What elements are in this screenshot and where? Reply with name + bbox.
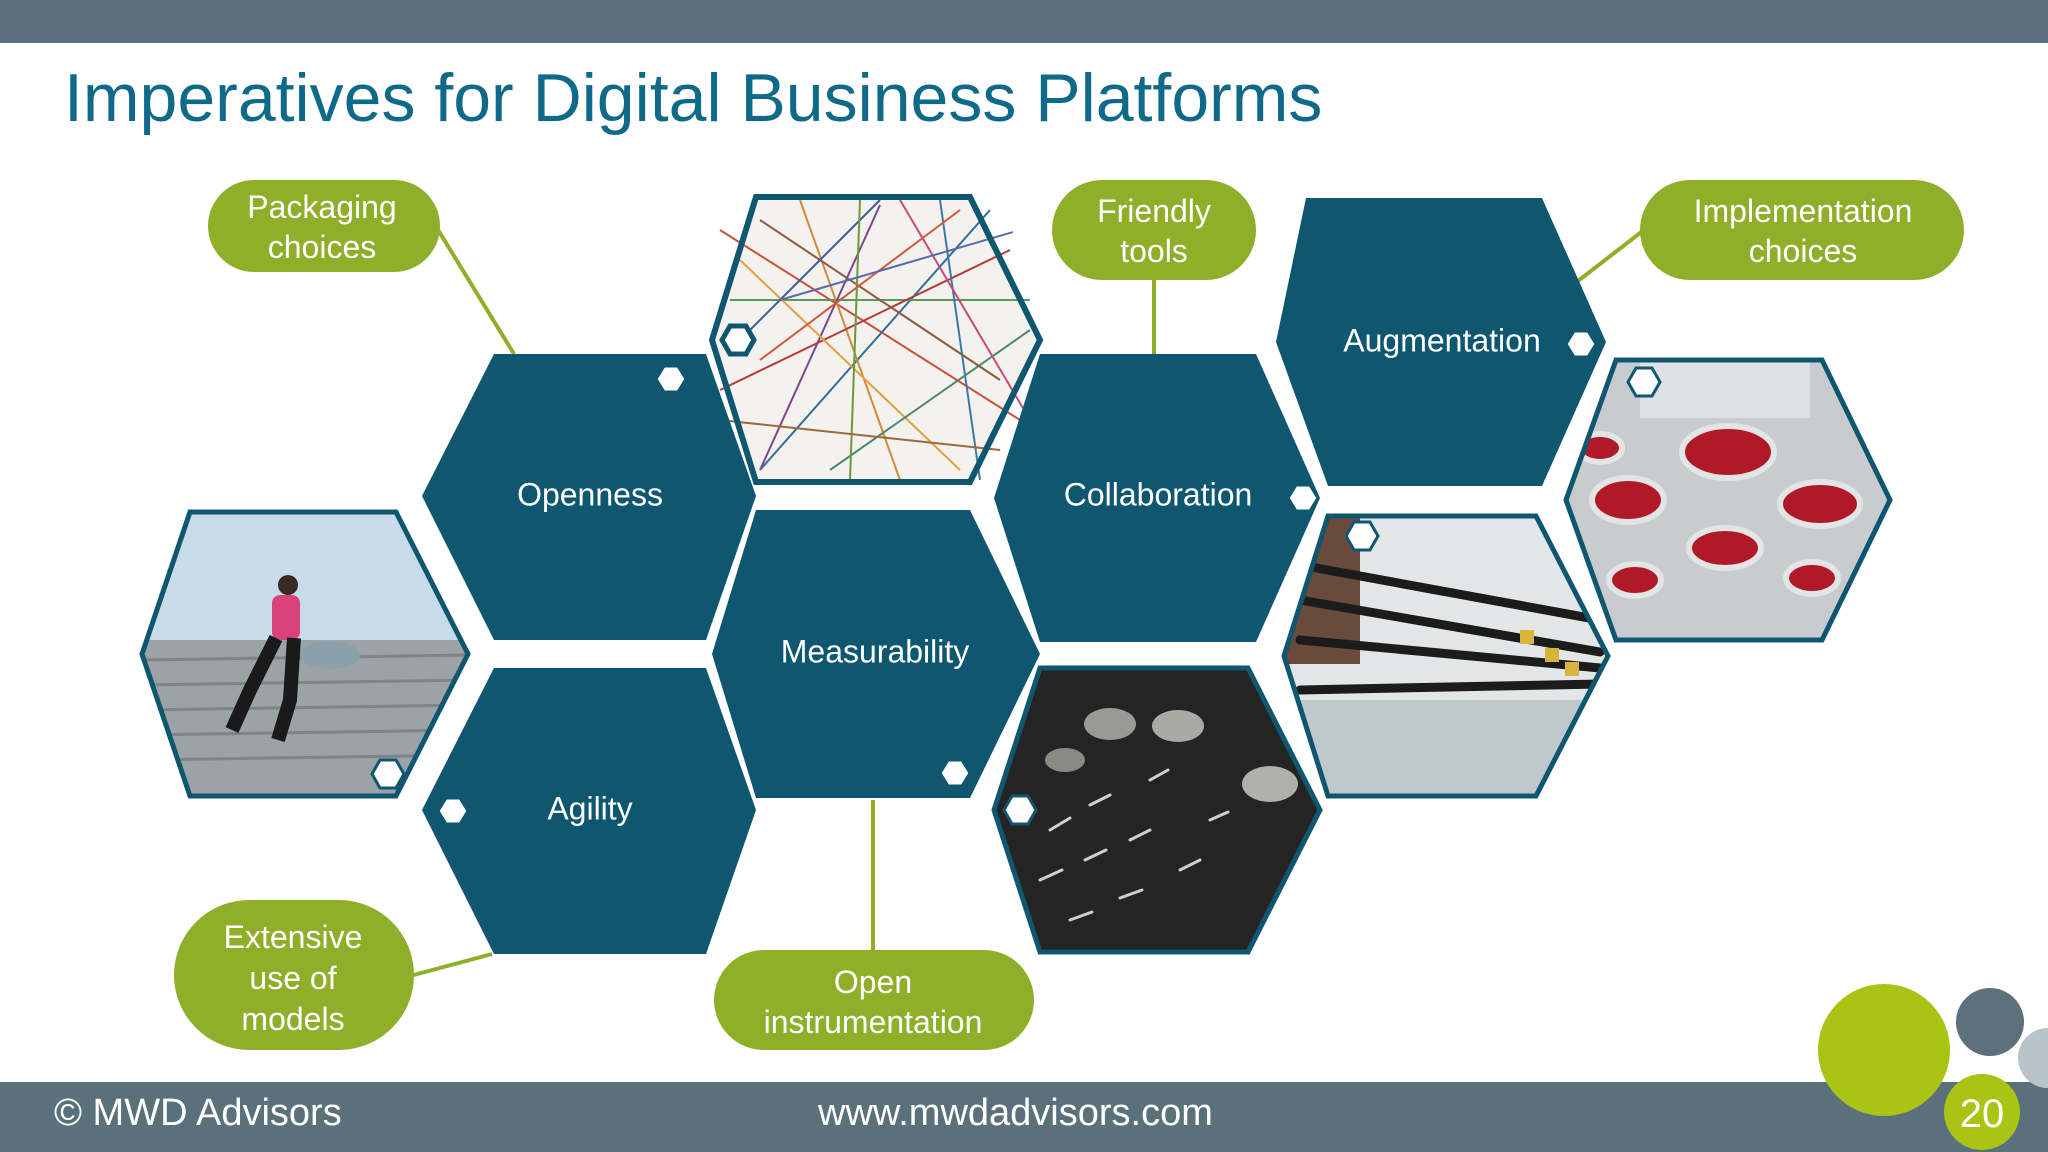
openness-label: Openness bbox=[517, 476, 663, 512]
open-instrumentation-callout: Open instrumentation bbox=[714, 950, 1034, 1050]
agility-label: Agility bbox=[547, 790, 632, 826]
hexagon-markers bbox=[370, 323, 1662, 826]
rowing-photo-hexagon bbox=[1281, 513, 1611, 799]
copyright-text: © MWD Advisors bbox=[54, 1092, 342, 1134]
connector-lines bbox=[409, 218, 1646, 978]
rocket-photo-hexagon bbox=[1563, 357, 1893, 643]
augmentation-hexagon: Augmentation bbox=[1276, 198, 1606, 486]
network-photo-hexagon bbox=[708, 194, 1044, 485]
instrumentation-line-2: instrumentation bbox=[764, 1004, 983, 1040]
measurability-hexagon: Measurability bbox=[712, 510, 1040, 798]
runner-photo-hexagon bbox=[139, 509, 471, 799]
packaging-choices-callout: Packaging choices bbox=[208, 180, 440, 272]
implementation-choices-callout: Implementation choices bbox=[1640, 180, 1964, 280]
implementation-line-2: choices bbox=[1749, 233, 1858, 269]
implementation-line-1: Implementation bbox=[1694, 193, 1913, 229]
agility-hexagon: Agility bbox=[422, 668, 756, 954]
website-link[interactable]: www.mwdadvisors.com bbox=[818, 1092, 1213, 1134]
measurability-label: Measurability bbox=[781, 633, 970, 669]
instrumentation-line-1: Open bbox=[834, 964, 912, 1000]
extensive-use-of-models-callout: Extensive use of models bbox=[174, 900, 414, 1050]
collaboration-hexagon: Collaboration bbox=[994, 354, 1320, 642]
friendly-line-1: Friendly bbox=[1097, 193, 1211, 229]
top-bar bbox=[0, 0, 2048, 43]
coins-photo-hexagon bbox=[991, 665, 1323, 955]
openness-hexagon: Openness bbox=[422, 354, 756, 640]
footer-bar bbox=[0, 1082, 2048, 1152]
collaboration-label: Collaboration bbox=[1064, 476, 1253, 512]
friendly-line-2: tools bbox=[1120, 233, 1188, 269]
augmentation-label: Augmentation bbox=[1343, 322, 1540, 358]
models-line-2: use of bbox=[249, 960, 336, 996]
models-line-1: Extensive bbox=[224, 919, 363, 955]
models-line-3: models bbox=[241, 1001, 344, 1037]
packaging-line-1: Packaging bbox=[247, 189, 396, 225]
page-title: Imperatives for Digital Business Platfor… bbox=[64, 60, 1323, 136]
packaging-line-2: choices bbox=[268, 229, 377, 265]
friendly-tools-callout: Friendly tools bbox=[1052, 180, 1256, 280]
page-number: 20 bbox=[1959, 1092, 2005, 1136]
